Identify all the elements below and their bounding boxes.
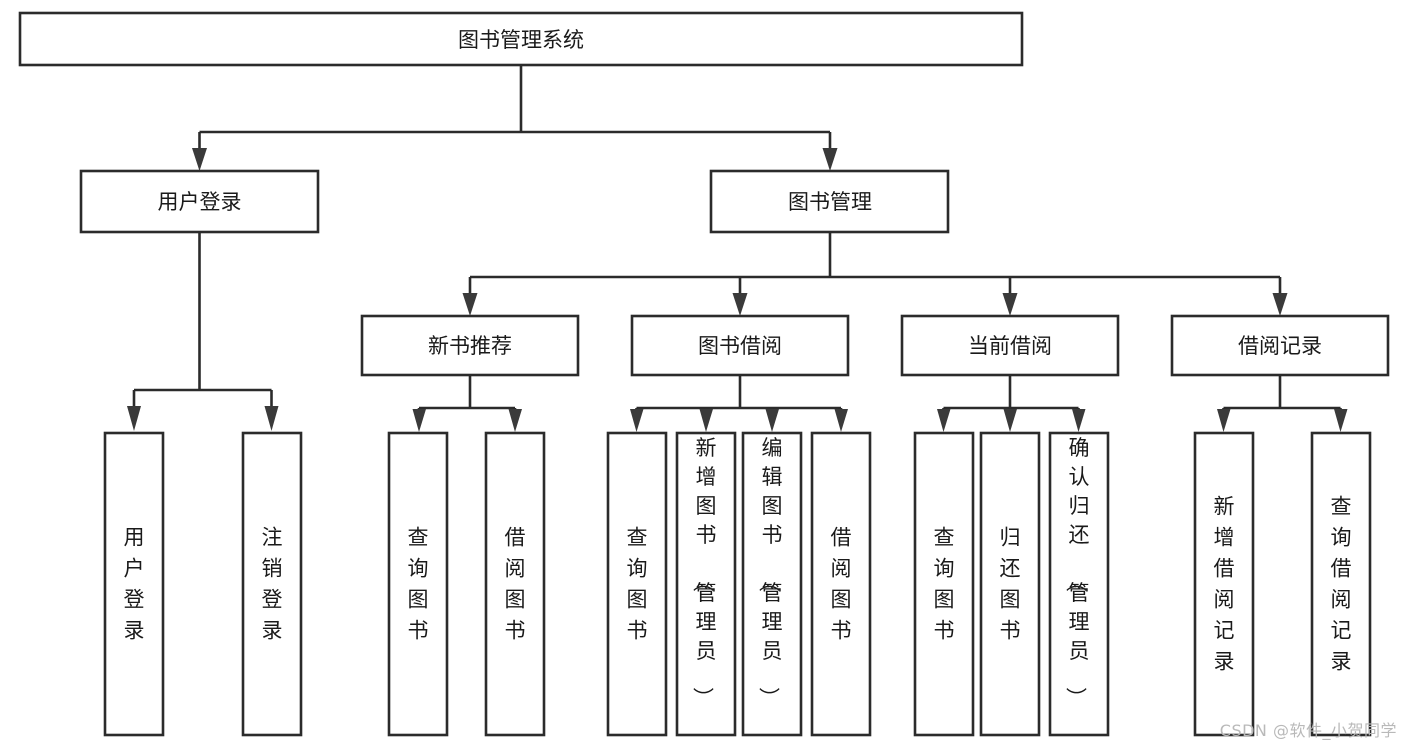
node-book-manage-box[interactable] (709, 169, 950, 234)
node-leaf-query-book-1-label: 查询图书 (408, 525, 429, 642)
node-leaf-borrow-book-2-label: 借阅图书 (831, 525, 852, 642)
node-new-book-recommend-label: 新书推荐 (428, 334, 512, 358)
node-leaf-query-book-1-box[interactable] (387, 431, 449, 737)
arrow-head-icon (732, 293, 748, 316)
node-leaf-edit-book-admin-label: 编辑图书（管理员） (757, 436, 783, 708)
node-leaf-borrow-book-1[interactable]: 借阅图书 (484, 431, 546, 737)
node-leaf-return-book-box[interactable] (979, 431, 1041, 737)
node-user-login-label: 用户登录 (158, 190, 242, 214)
node-leaf-query-book-2-box[interactable] (606, 431, 668, 737)
node-leaf-add-borrow-record[interactable]: 新增借阅记录 (1193, 431, 1255, 737)
node-user-login[interactable]: 用户登录 (79, 169, 320, 234)
node-book-borrow-box[interactable] (630, 314, 850, 377)
node-leaf-borrow-book-1-label: 借阅图书 (505, 525, 526, 642)
node-leaf-query-book-3-box[interactable] (913, 431, 975, 737)
node-leaf-return-book-label: 归还图书 (1000, 525, 1021, 642)
arrow-head-icon (192, 148, 207, 171)
node-book-manage[interactable]: 图书管理 (709, 169, 950, 234)
node-current-borrow-box[interactable] (900, 314, 1120, 377)
node-new-book-recommend[interactable]: 新书推荐 (360, 314, 580, 377)
node-leaf-query-book-1[interactable]: 查询图书 (387, 431, 449, 737)
node-leaf-query-book-3-label: 查询图书 (934, 525, 955, 642)
node-leaf-return-book[interactable]: 归还图书 (979, 431, 1041, 737)
node-current-borrow[interactable]: 当前借阅 (900, 314, 1120, 377)
node-leaf-add-borrow-record-label: 新增借阅记录 (1214, 494, 1235, 673)
arrow-head-icon (462, 293, 478, 316)
node-leaf-confirm-return-admin[interactable]: 确认归还（管理员） (1048, 431, 1110, 737)
node-book-borrow[interactable]: 图书借阅 (630, 314, 850, 377)
node-leaf-user-login-label: 用户登录 (124, 525, 145, 642)
arrow-head-icon (937, 409, 951, 432)
node-leaf-add-borrow-record-box[interactable] (1193, 431, 1255, 737)
node-leaf-logout-login-label: 注销登录 (262, 525, 283, 642)
node-leaf-query-borrow-record[interactable]: 查询借阅记录 (1310, 431, 1372, 737)
node-leaf-query-book-2-label: 查询图书 (627, 525, 648, 642)
node-new-book-recommend-box[interactable] (360, 314, 580, 377)
node-book-manage-label: 图书管理 (788, 190, 872, 214)
arrow-head-icon (699, 409, 713, 432)
edge-group (127, 65, 1348, 432)
arrow-head-icon (1002, 293, 1018, 316)
node-leaf-user-login-box[interactable] (103, 431, 165, 737)
node-borrow-record-label: 借阅记录 (1238, 334, 1322, 358)
node-borrow-record-box[interactable] (1170, 314, 1390, 377)
node-root-box[interactable] (18, 11, 1024, 67)
node-leaf-query-book-2[interactable]: 查询图书 (606, 431, 668, 737)
arrow-head-icon (1272, 293, 1288, 316)
node-leaf-borrow-book-2[interactable]: 借阅图书 (810, 431, 872, 737)
arrow-head-icon (765, 409, 779, 432)
node-leaf-logout-login-box[interactable] (241, 431, 303, 737)
arrow-head-icon (508, 409, 522, 432)
node-leaf-logout-login[interactable]: 注销登录 (241, 431, 303, 737)
arrow-head-icon (1072, 409, 1086, 432)
node-leaf-query-book-3[interactable]: 查询图书 (913, 431, 975, 737)
arrow-head-icon (834, 409, 848, 432)
arrow-head-icon (264, 406, 279, 431)
node-user-login-box[interactable] (79, 169, 320, 234)
arrow-head-icon (127, 406, 141, 431)
node-root[interactable]: 图书管理系统 (18, 11, 1024, 67)
arrow-head-icon (1334, 409, 1348, 432)
node-current-borrow-label: 当前借阅 (968, 334, 1052, 358)
arrow-head-icon (1217, 409, 1231, 432)
arrow-head-icon (1003, 409, 1017, 432)
node-leaf-add-book-admin-box[interactable] (675, 431, 737, 737)
node-leaf-confirm-return-admin-label: 确认归还（管理员） (1064, 436, 1090, 708)
node-leaf-edit-book-admin-box[interactable] (741, 431, 803, 737)
node-leaf-borrow-book-1-box[interactable] (484, 431, 546, 737)
node-book-borrow-label: 图书借阅 (698, 334, 782, 358)
node-borrow-record[interactable]: 借阅记录 (1170, 314, 1390, 377)
node-leaf-confirm-return-admin-box[interactable] (1048, 431, 1110, 737)
node-leaf-add-book-admin-label: 新增图书（管理员） (691, 436, 717, 708)
node-leaf-user-login[interactable]: 用户登录 (103, 431, 165, 737)
node-leaf-edit-book-admin[interactable]: 编辑图书（管理员） (741, 431, 803, 737)
node-root-label: 图书管理系统 (458, 28, 584, 52)
arrow-head-icon (630, 409, 644, 432)
arrow-head-icon (412, 409, 426, 432)
node-leaf-add-book-admin[interactable]: 新增图书（管理员） (675, 431, 737, 737)
node-leaf-query-borrow-record-label: 查询借阅记录 (1331, 494, 1352, 673)
node-leaf-query-borrow-record-box[interactable] (1310, 431, 1372, 737)
arrow-head-icon (822, 148, 838, 171)
node-leaf-borrow-book-2-box[interactable] (810, 431, 872, 737)
